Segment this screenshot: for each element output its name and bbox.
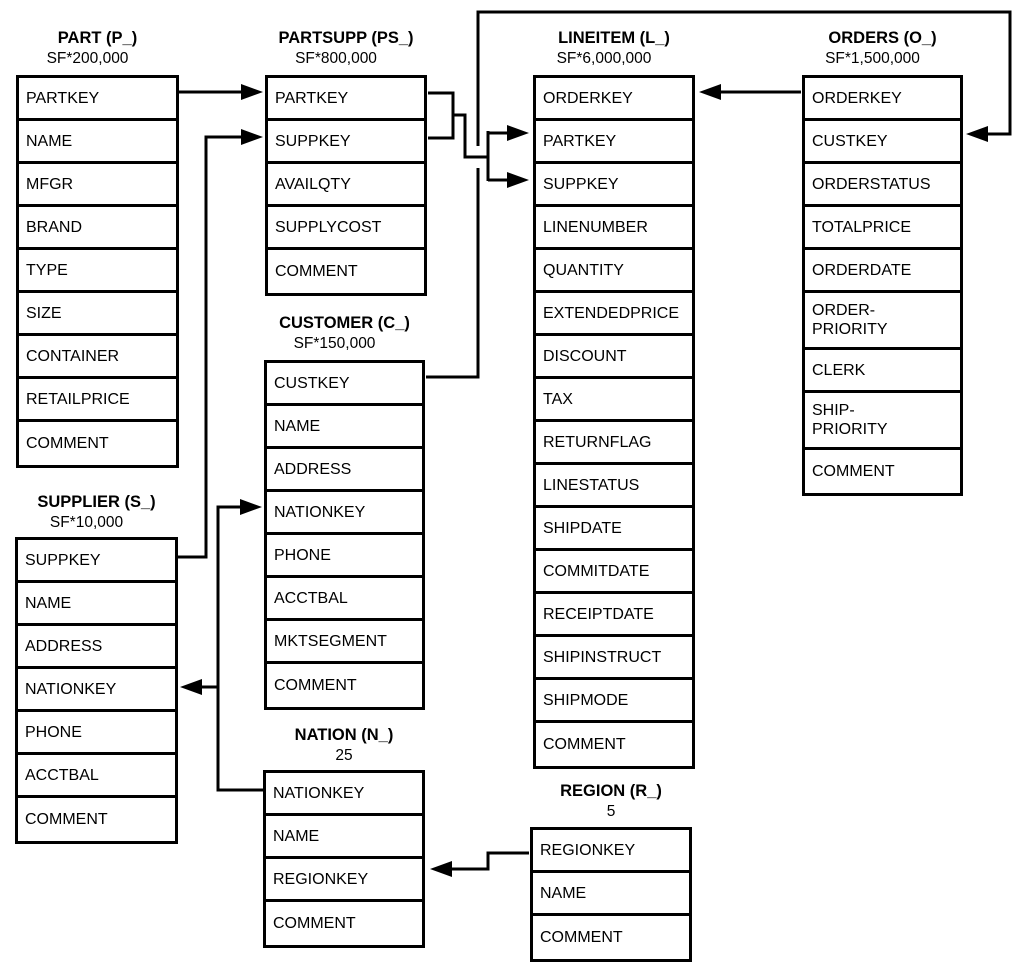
customer-column-nationkey: NATIONKEY [267, 492, 422, 535]
lineitem-column-discount: DISCOUNT [536, 336, 692, 379]
lineitem-column-receiptdate: RECEIPTDATE [536, 594, 692, 637]
lineitem-column-tax: TAX [536, 379, 692, 422]
supplier-column-name: NAME [18, 583, 175, 626]
arrowhead-right-icon [507, 125, 529, 141]
arrowhead-right-icon [240, 499, 262, 515]
supplier-column-suppkey: SUPPKEY [18, 540, 175, 583]
customer-table-cardinality: SF*150,000 [293, 335, 376, 352]
part-column-container: CONTAINER [19, 336, 176, 379]
partsupp-table-title: PARTSUPP (PS_) [278, 29, 414, 47]
part-table-title: PART (P_) [57, 29, 138, 47]
customer-column-address: ADDRESS [267, 449, 422, 492]
lineitem-column-commitdate: COMMITDATE [536, 551, 692, 594]
orders-column-ship-priority: SHIP- PRIORITY [805, 393, 960, 450]
partsupp-column-supplycost: SUPPLYCOST [268, 207, 424, 250]
orders-column-comment: COMMENT [812, 463, 895, 480]
lineitem-column-extendedprice: EXTENDEDPRICE [536, 293, 692, 336]
connector-region-regionkey-to-nation-regionkey [430, 851, 529, 877]
orders-table-title: ORDERS (O_) [828, 29, 937, 47]
lineitem-column-comment: COMMENT [543, 736, 626, 753]
nation-table-title: NATION (N_) [294, 726, 394, 744]
customer-column-comment: COMMENT [274, 677, 357, 694]
customer-column-phone: PHONE [267, 535, 422, 578]
connector-part-partkey-to-partsupp-partkey [179, 84, 263, 100]
region-column-comment: COMMENT [540, 929, 623, 946]
lineitem-column-linenumber: LINENUMBER [536, 207, 692, 250]
part-column-retailprice: RETAILPRICE [19, 379, 176, 422]
arrowhead-left-icon [180, 679, 202, 695]
lineitem-table-title: LINEITEM (L_) [558, 29, 670, 47]
part-column-mfgr: MFGR [19, 164, 176, 207]
nation-table-cardinality: 25 [335, 747, 353, 764]
part-table-cardinality: SF*200,000 [46, 50, 129, 67]
supplier-column-comment: COMMENT [25, 811, 108, 828]
supplier-column-nationkey: NATIONKEY [18, 669, 175, 712]
part-column-size: SIZE [19, 293, 176, 336]
region-table-title: REGION (R_) [560, 782, 662, 800]
arrowhead-left-icon [699, 84, 721, 100]
supplier-column-acctbal: ACCTBAL [18, 755, 175, 798]
customer-table-title: CUSTOMER (C_) [279, 314, 410, 332]
lineitem-column-linestatus: LINESTATUS [536, 465, 692, 508]
region-column-regionkey: REGIONKEY [533, 830, 689, 873]
partsupp-column-availqty: AVAILQTY [268, 164, 424, 207]
connector-orders-orderkey-to-lineitem-orderkey [699, 84, 801, 100]
customer-column-custkey: CUSTKEY [267, 363, 422, 406]
supplier-table-title: SUPPLIER (S_) [37, 493, 156, 511]
orders-column-orderkey: ORDERKEY [805, 78, 960, 121]
connector-partsupp-to-lineitem [428, 91, 529, 188]
region-column-name: NAME [533, 873, 689, 916]
arrowhead-right-icon [241, 129, 263, 145]
arrowhead-left-icon [430, 861, 452, 877]
part-column-type: TYPE [19, 250, 176, 293]
supplier-table-cardinality: SF*10,000 [49, 514, 124, 531]
lineitem-column-shipdate: SHIPDATE [536, 508, 692, 551]
nation-column-name: NAME [266, 816, 422, 859]
partsupp-column-comment: COMMENT [275, 263, 358, 280]
part-column-name: NAME [19, 121, 176, 164]
region-table-cardinality: 5 [606, 803, 616, 820]
customer-column-acctbal: ACCTBAL [267, 578, 422, 621]
nation-column-regionkey: REGIONKEY [266, 859, 422, 902]
part-column-partkey: PARTKEY [19, 78, 176, 121]
nation-column-nationkey: NATIONKEY [266, 773, 422, 816]
orders-column-clerk: CLERK [805, 350, 960, 393]
arrowhead-left-icon [966, 126, 988, 142]
lineitem-table-cardinality: SF*6,000,000 [556, 50, 652, 67]
orders-column-orderdate: ORDERDATE [805, 250, 960, 293]
orders-column-totalprice: TOTALPRICE [805, 207, 960, 250]
supplier-column-address: ADDRESS [18, 626, 175, 669]
lineitem-column-returnflag: RETURNFLAG [536, 422, 692, 465]
nation-column-comment: COMMENT [273, 915, 356, 932]
arrowhead-right-icon [507, 172, 529, 188]
part-column-comment: COMMENT [26, 435, 109, 452]
arrowhead-right-icon [241, 84, 263, 100]
customer-column-name: NAME [267, 406, 422, 449]
orders-column-orderstatus: ORDERSTATUS [805, 164, 960, 207]
partsupp-column-suppkey: SUPPKEY [268, 121, 424, 164]
lineitem-column-partkey: PARTKEY [536, 121, 692, 164]
partsupp-column-partkey: PARTKEY [268, 78, 424, 121]
supplier-column-phone: PHONE [18, 712, 175, 755]
orders-column-custkey: CUSTKEY [805, 121, 960, 164]
part-column-brand: BRAND [19, 207, 176, 250]
lineitem-column-shipinstruct: SHIPINSTRUCT [536, 637, 692, 680]
lineitem-column-suppkey: SUPPKEY [536, 164, 692, 207]
lineitem-column-quantity: QUANTITY [536, 250, 692, 293]
orders-column-order-priority: ORDER- PRIORITY [805, 293, 960, 350]
lineitem-column-orderkey: ORDERKEY [536, 78, 692, 121]
partsupp-table-cardinality: SF*800,000 [295, 50, 377, 67]
customer-column-mktsegment: MKTSEGMENT [267, 621, 422, 664]
lineitem-column-shipmode: SHIPMODE [536, 680, 692, 723]
orders-table-cardinality: SF*1,500,000 [825, 50, 920, 67]
